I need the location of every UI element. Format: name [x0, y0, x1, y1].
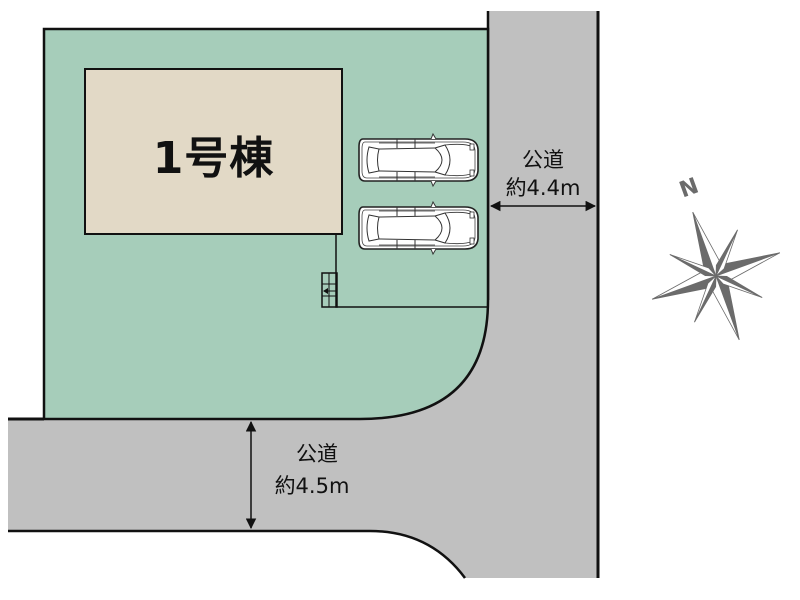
south-road-width: 約4.5m	[274, 474, 350, 498]
building-1	[84, 68, 343, 235]
east-road-name: 公道	[522, 148, 564, 172]
east-road-width: 約4.4m	[505, 176, 581, 200]
car-icon	[358, 201, 479, 255]
entrance-steps	[321, 272, 338, 308]
car-icon	[358, 133, 479, 187]
building-label: 1号棟	[152, 133, 275, 184]
entrance-arrow-icon	[323, 288, 328, 294]
compass-rose-icon	[651, 211, 781, 341]
east-road	[486, 11, 600, 578]
south-road-name: 公道	[296, 442, 338, 466]
